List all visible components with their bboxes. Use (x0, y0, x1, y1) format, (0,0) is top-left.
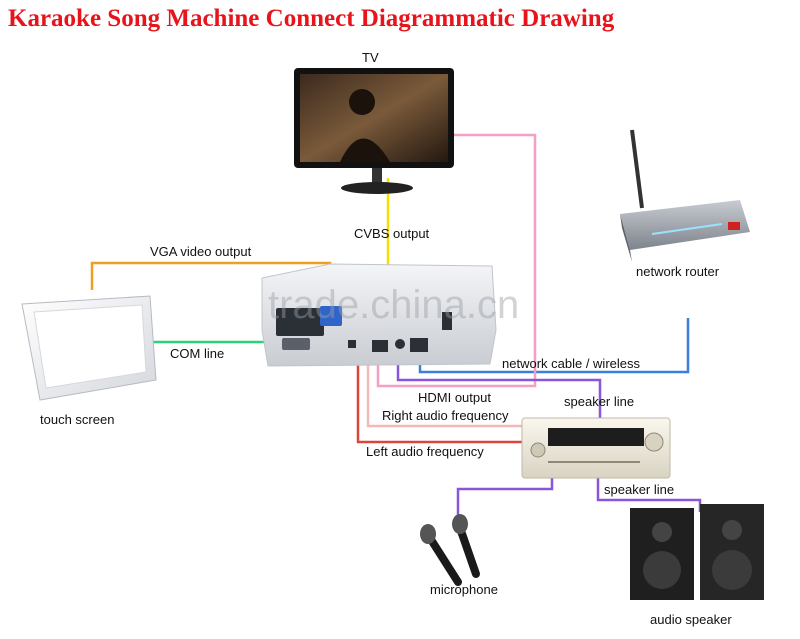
speaker-label: audio speaker (650, 612, 732, 627)
router-device (620, 129, 750, 262)
right-audio-cable-line (366, 352, 522, 428)
touch-screen-device (21, 295, 157, 401)
speaker-line-label-1: speaker line (564, 394, 634, 409)
microphone-label: microphone (430, 582, 498, 597)
speaker-device (630, 504, 764, 600)
right-audio-label: Right audio frequency (382, 408, 509, 423)
cvbs-label: CVBS output (354, 226, 430, 241)
hdmi-cable-line (376, 133, 537, 388)
network-label: network cable / wireless (502, 356, 640, 371)
amplifier-device (521, 417, 671, 479)
page-title: Karaoke Song Machine Connect Diagrammati… (8, 5, 615, 32)
router-label: network router (636, 264, 720, 279)
microphone-cable-line (456, 478, 554, 522)
speaker-cable-line-1 (396, 352, 602, 418)
touch-screen-label: touch screen (40, 412, 114, 427)
left-audio-label: Left audio frequency (366, 444, 484, 459)
tv-device (294, 68, 454, 194)
microphone-device (420, 514, 480, 586)
left-audio-cable-line (356, 352, 522, 444)
speaker-line-label-2: speaker line (604, 482, 674, 497)
hdmi-label: HDMI output (418, 390, 491, 405)
tv-label: TV (362, 50, 379, 65)
vga-label: VGA video output (150, 244, 252, 259)
singer-image (349, 89, 375, 115)
watermark-text: trade.china.cn (268, 283, 519, 327)
com-label: COM line (170, 346, 224, 361)
karaoke-machine (261, 263, 497, 367)
